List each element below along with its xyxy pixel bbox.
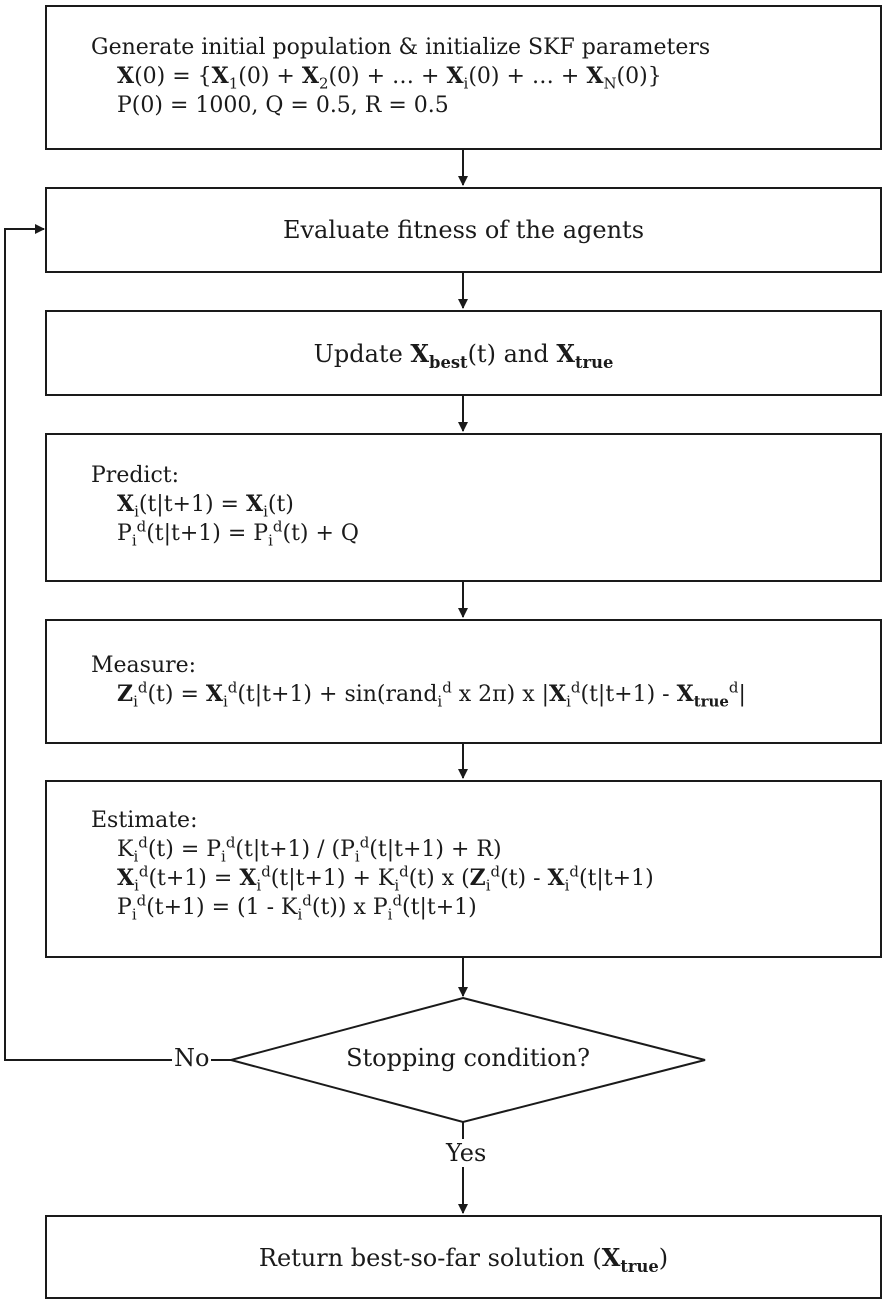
measure-eq: Zid(t) = Xid(t|t+1) + sin(randid x 2π) x…	[117, 678, 746, 711]
predict-title: Predict:	[91, 463, 180, 488]
estimate-gain-eq: Kid(t) = Pid(t|t+1) / (Pid(t|t+1) + R)	[117, 833, 502, 866]
evaluate-box: Evaluate fitness of the agents	[45, 187, 882, 273]
predict-box: Predict: Xi(t|t+1) = Xi(t) Pid(t|t+1) = …	[45, 433, 882, 582]
init-title: Generate initial population & initialize…	[91, 35, 711, 60]
init-box: Generate initial population & initialize…	[45, 5, 882, 150]
label-yes: Yes	[444, 1139, 489, 1167]
predict-covariance-eq: Pid(t|t+1) = Pid(t) + Q	[117, 517, 359, 550]
init-population-formula: X(0) = {X1(0) + X2(0) + … + Xi(0) + … + …	[117, 63, 662, 93]
predict-state-eq: Xi(t|t+1) = Xi(t)	[117, 491, 294, 521]
estimate-title: Estimate:	[91, 808, 198, 833]
label-no: No	[172, 1044, 212, 1072]
estimate-box: Estimate: Kid(t) = Pid(t|t+1) / (Pid(t|t…	[45, 780, 882, 958]
estimate-state-eq: Xid(t+1) = Xid(t|t+1) + Kid(t) x (Zid(t)…	[117, 862, 654, 895]
return-text: Return best-so-far solution (Xtrue)	[258, 1242, 669, 1276]
decision-text: Stopping condition?	[346, 1044, 590, 1072]
estimate-covariance-eq: Pid(t+1) = (1 - Kid(t)) x Pid(t|t+1)	[117, 891, 477, 924]
update-text: Update Xbest(t) and Xtrue	[313, 338, 614, 372]
arrow-no-loop	[4, 224, 231, 1061]
update-box: Update Xbest(t) and Xtrue	[45, 310, 882, 396]
return-box: Return best-so-far solution (Xtrue)	[45, 1215, 882, 1299]
init-params: P(0) = 1000, Q = 0.5, R = 0.5	[117, 93, 449, 118]
evaluate-text: Evaluate fitness of the agents	[282, 216, 645, 244]
measure-box: Measure: Zid(t) = Xid(t|t+1) + sin(randi…	[45, 619, 882, 744]
measure-title: Measure:	[91, 653, 197, 678]
